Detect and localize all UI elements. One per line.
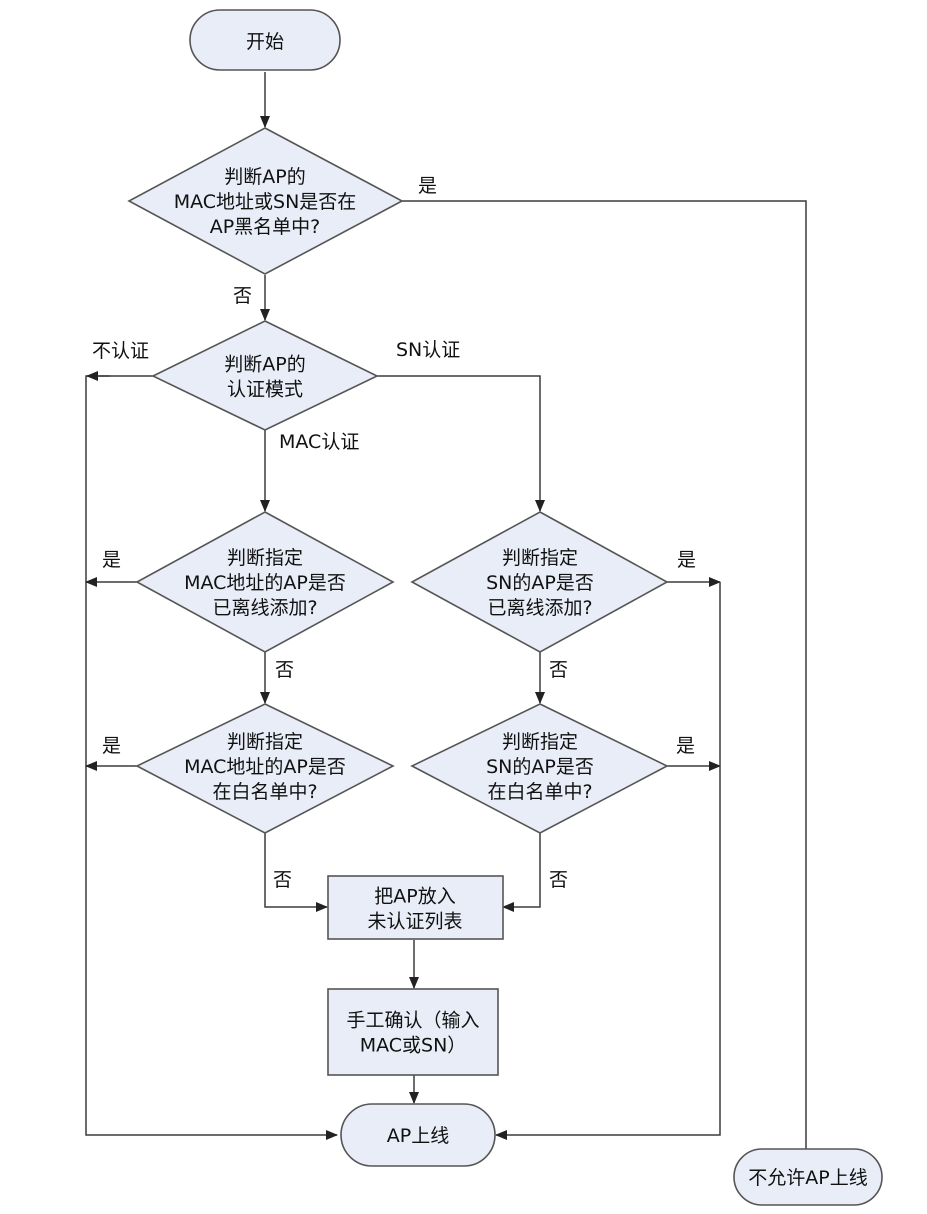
start-terminator	[189, 9, 341, 71]
manual-confirm-line-2: MAC或SN）	[360, 1035, 467, 1057]
mac-whitelist-no-label: 否	[273, 869, 292, 891]
connectors	[85, 72, 807, 1178]
sn-offline-yes-label: 是	[677, 549, 696, 571]
mac-whitelist-line-1: 判断指定	[227, 731, 303, 753]
unauth-list-process	[327, 875, 504, 940]
sn-offline-no-label: 否	[549, 659, 568, 681]
unauth-list-label: 把AP放入未认证列表	[367, 886, 462, 933]
blacklist-label: 判断AP的 MAC地址或SN是否在 AP黑名单中?	[174, 166, 357, 238]
sn-whitelist-line-1: 判断指定	[502, 731, 578, 753]
start-line-1: 开始	[246, 31, 284, 53]
mac-offline-no-label: 否	[275, 659, 294, 681]
mac-whitelist-label: 判断指定 MAC地址的AP是否在白名单中?	[184, 731, 346, 803]
edge-sn-auth	[377, 375, 545, 512]
manual-confirm-label: 手工确认（输入 MAC或SN）	[346, 1010, 479, 1057]
sn-whitelist-line-3: 在白名单中?	[487, 781, 592, 803]
mac-offline-line-2: MAC地址的AP是否	[184, 572, 346, 594]
sn-whitelist-no-label: 否	[549, 869, 568, 891]
node-labels: 开始 判断AP的 MAC地址或SN是否在 AP黑名单中? 判断AP的认证模式 判断指…	[174, 31, 868, 1189]
mac-whitelist-yes-label: 是	[102, 735, 121, 757]
mac-offline-decision	[135, 511, 395, 653]
sn-whitelist-decision	[410, 703, 669, 834]
ap-denied-line-1: 不允许AP上线	[748, 1167, 867, 1189]
edge-sn-yes-to-online	[495, 582, 721, 1140]
mac-offline-line-1: 判断指定	[227, 547, 303, 569]
sn-offline-line-2: SN的AP是否	[486, 572, 594, 594]
manual-confirm-process	[327, 988, 499, 1076]
manual-confirm-line-1: 手工确认（输入	[346, 1010, 479, 1032]
sn-whitelist-line-2: SN的AP是否	[486, 756, 594, 778]
mac-whitelist-line-2: MAC地址的AP是否	[184, 756, 346, 778]
ap-online-line-1: AP上线	[387, 1125, 449, 1147]
blacklist-check-line-2: MAC地址或SN是否在	[174, 191, 357, 213]
shapes	[127, 9, 883, 1206]
blacklist-yes-label: 是	[418, 175, 437, 197]
no-auth-label: 不认证	[92, 340, 149, 362]
sn-whitelist-yes-label: 是	[676, 735, 695, 757]
sn-offline-line-1: 判断指定	[502, 547, 578, 569]
sn-whitelist-label: 判断指定 SN的AP是否在白名单中?	[486, 731, 594, 803]
edge-no-auth	[85, 375, 338, 1140]
unauth-list-line-2: 未认证列表	[367, 911, 462, 933]
start-label: 开始	[246, 31, 284, 53]
sn-offline-line-3: 已离线添加?	[487, 597, 592, 619]
sn-offline-label: 判断指定 SN的AP是否已离线添加?	[486, 547, 594, 619]
edge-sn-whitelist-no	[502, 833, 541, 912]
mac-whitelist-line-3: 在白名单中?	[212, 781, 317, 803]
mac-auth-label: MAC认证	[279, 431, 359, 453]
blacklist-decision	[127, 127, 404, 275]
ap-online-label: AP上线	[387, 1125, 449, 1147]
sn-offline-decision	[410, 511, 669, 653]
mac-offline-label: 判断指定 MAC地址的AP是否已离线添加?	[184, 547, 346, 619]
blacklist-no-label: 否	[233, 285, 252, 307]
auth-mode-line-1: 判断AP的	[224, 354, 305, 376]
auth-mode-label: 判断AP的认证模式	[224, 354, 305, 401]
auth-mode-decision	[151, 320, 379, 431]
mac-whitelist-decision	[135, 703, 395, 834]
ap-denied-terminator	[733, 1148, 883, 1206]
auth-mode-line-2: 认证模式	[227, 379, 303, 401]
edge-mac-whitelist-no	[264, 833, 328, 912]
blacklist-check-line-1: 判断AP的	[224, 166, 305, 188]
blacklist-check-line-3: AP黑名单中?	[210, 216, 321, 238]
ap-online-terminator	[340, 1103, 496, 1167]
mac-offline-yes-label: 是	[102, 549, 121, 571]
unauth-list-line-1: 把AP放入	[374, 886, 455, 908]
mac-offline-line-3: 已离线添加?	[212, 597, 317, 619]
edge-labels: 是 否 不认证 SN认证 MAC认证 是 否 是 否 是 是 否 否	[92, 175, 696, 891]
ap-denied-label: 不允许AP上线	[748, 1167, 867, 1189]
sn-auth-label: SN认证	[396, 339, 460, 361]
